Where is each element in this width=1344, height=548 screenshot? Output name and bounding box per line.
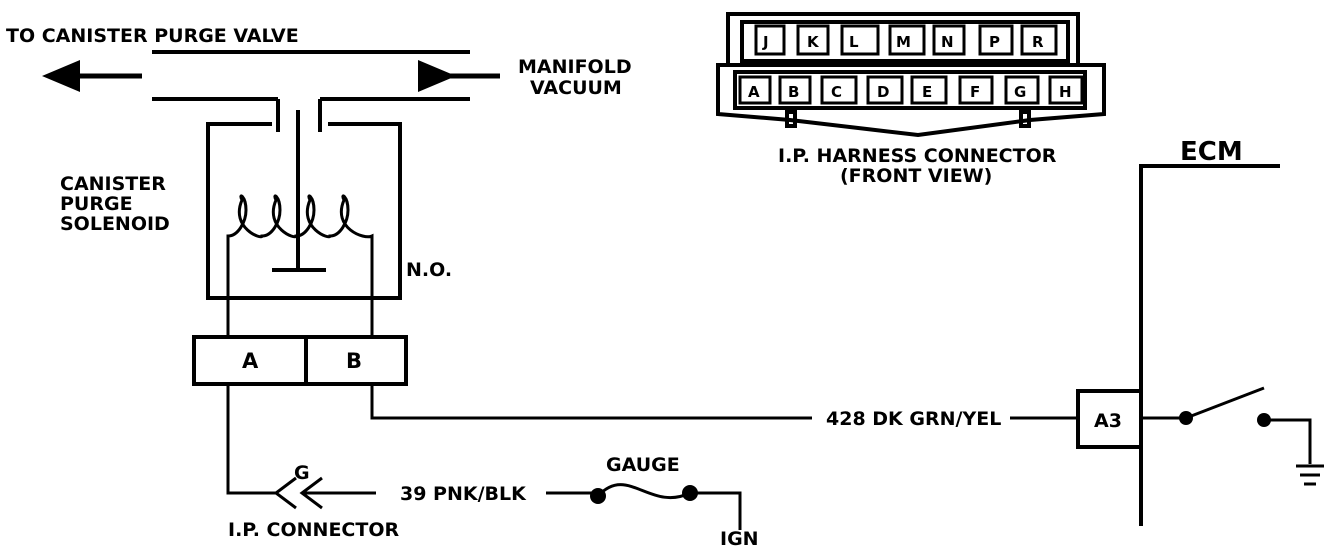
harness-pin-g: G: [1014, 83, 1026, 101]
vacuum-lines: [152, 50, 470, 132]
solenoid-pin-a: A: [242, 349, 259, 373]
g-pin-label: G: [294, 462, 310, 484]
to-canister-label: TO CANISTER PURGE VALVE: [6, 25, 299, 47]
ecm-label: ECM: [1180, 137, 1243, 167]
vacuum-label: VACUUM: [530, 77, 622, 99]
harness-pin-h: H: [1059, 83, 1072, 101]
arrow-right-icon: [418, 60, 500, 92]
harness-pin-p: P: [989, 33, 1000, 51]
switch-icon: [1141, 386, 1312, 464]
wire-39-label: 39 PNK/BLK: [400, 483, 527, 505]
wire-428: [370, 384, 1078, 420]
harness-pin-c: C: [831, 83, 842, 101]
wire-428-label: 428 DK GRN/YEL: [826, 408, 1001, 430]
harness-pin-f: F: [970, 83, 980, 101]
harness-pin-j: J: [762, 33, 769, 51]
ecm-block: [1076, 164, 1280, 526]
harness-top-row: [754, 24, 1058, 56]
ip-connector-label: I.P. CONNECTOR: [228, 519, 399, 541]
solenoid-label-line3: SOLENOID: [60, 213, 170, 235]
ground-icon: [1296, 464, 1324, 486]
coil-icon: [226, 194, 374, 337]
solenoid-label-line2: PURGE: [60, 193, 133, 215]
solenoid-label-line1: CANISTER: [60, 173, 166, 195]
fuse-icon: [590, 483, 742, 530]
harness-pin-l: L: [849, 33, 859, 51]
arrow-left-icon: [42, 60, 142, 92]
harness-pin-m: M: [896, 33, 911, 51]
harness-pin-a: A: [748, 83, 760, 101]
solenoid-pin-b: B: [346, 349, 362, 373]
harness-connector-outline: [716, 12, 1106, 138]
front-view-label: (FRONT VIEW): [840, 165, 992, 187]
harness-pin-k: K: [807, 33, 820, 51]
harness-pin-e: E: [922, 83, 932, 101]
a3-terminal-label: A3: [1094, 410, 1122, 432]
solenoid-connector: [192, 335, 408, 386]
ip-connector-chevron-icon: [273, 476, 376, 510]
solenoid-body: [206, 110, 402, 300]
gauge-label: GAUGE: [606, 454, 680, 476]
wire-a-to-ip-connector: [226, 384, 278, 495]
harness-pin-d: D: [877, 83, 889, 101]
harness-pin-r: R: [1032, 33, 1044, 51]
harness-pin-b: B: [788, 83, 799, 101]
normally-open-label: N.O.: [406, 259, 452, 281]
harness-pin-n: N: [941, 33, 954, 51]
harness-label: I.P. HARNESS CONNECTOR: [778, 145, 1057, 167]
manifold-label: MANIFOLD: [518, 56, 632, 78]
harness-bottom-row: [738, 75, 1084, 105]
ign-label: IGN: [720, 528, 759, 548]
